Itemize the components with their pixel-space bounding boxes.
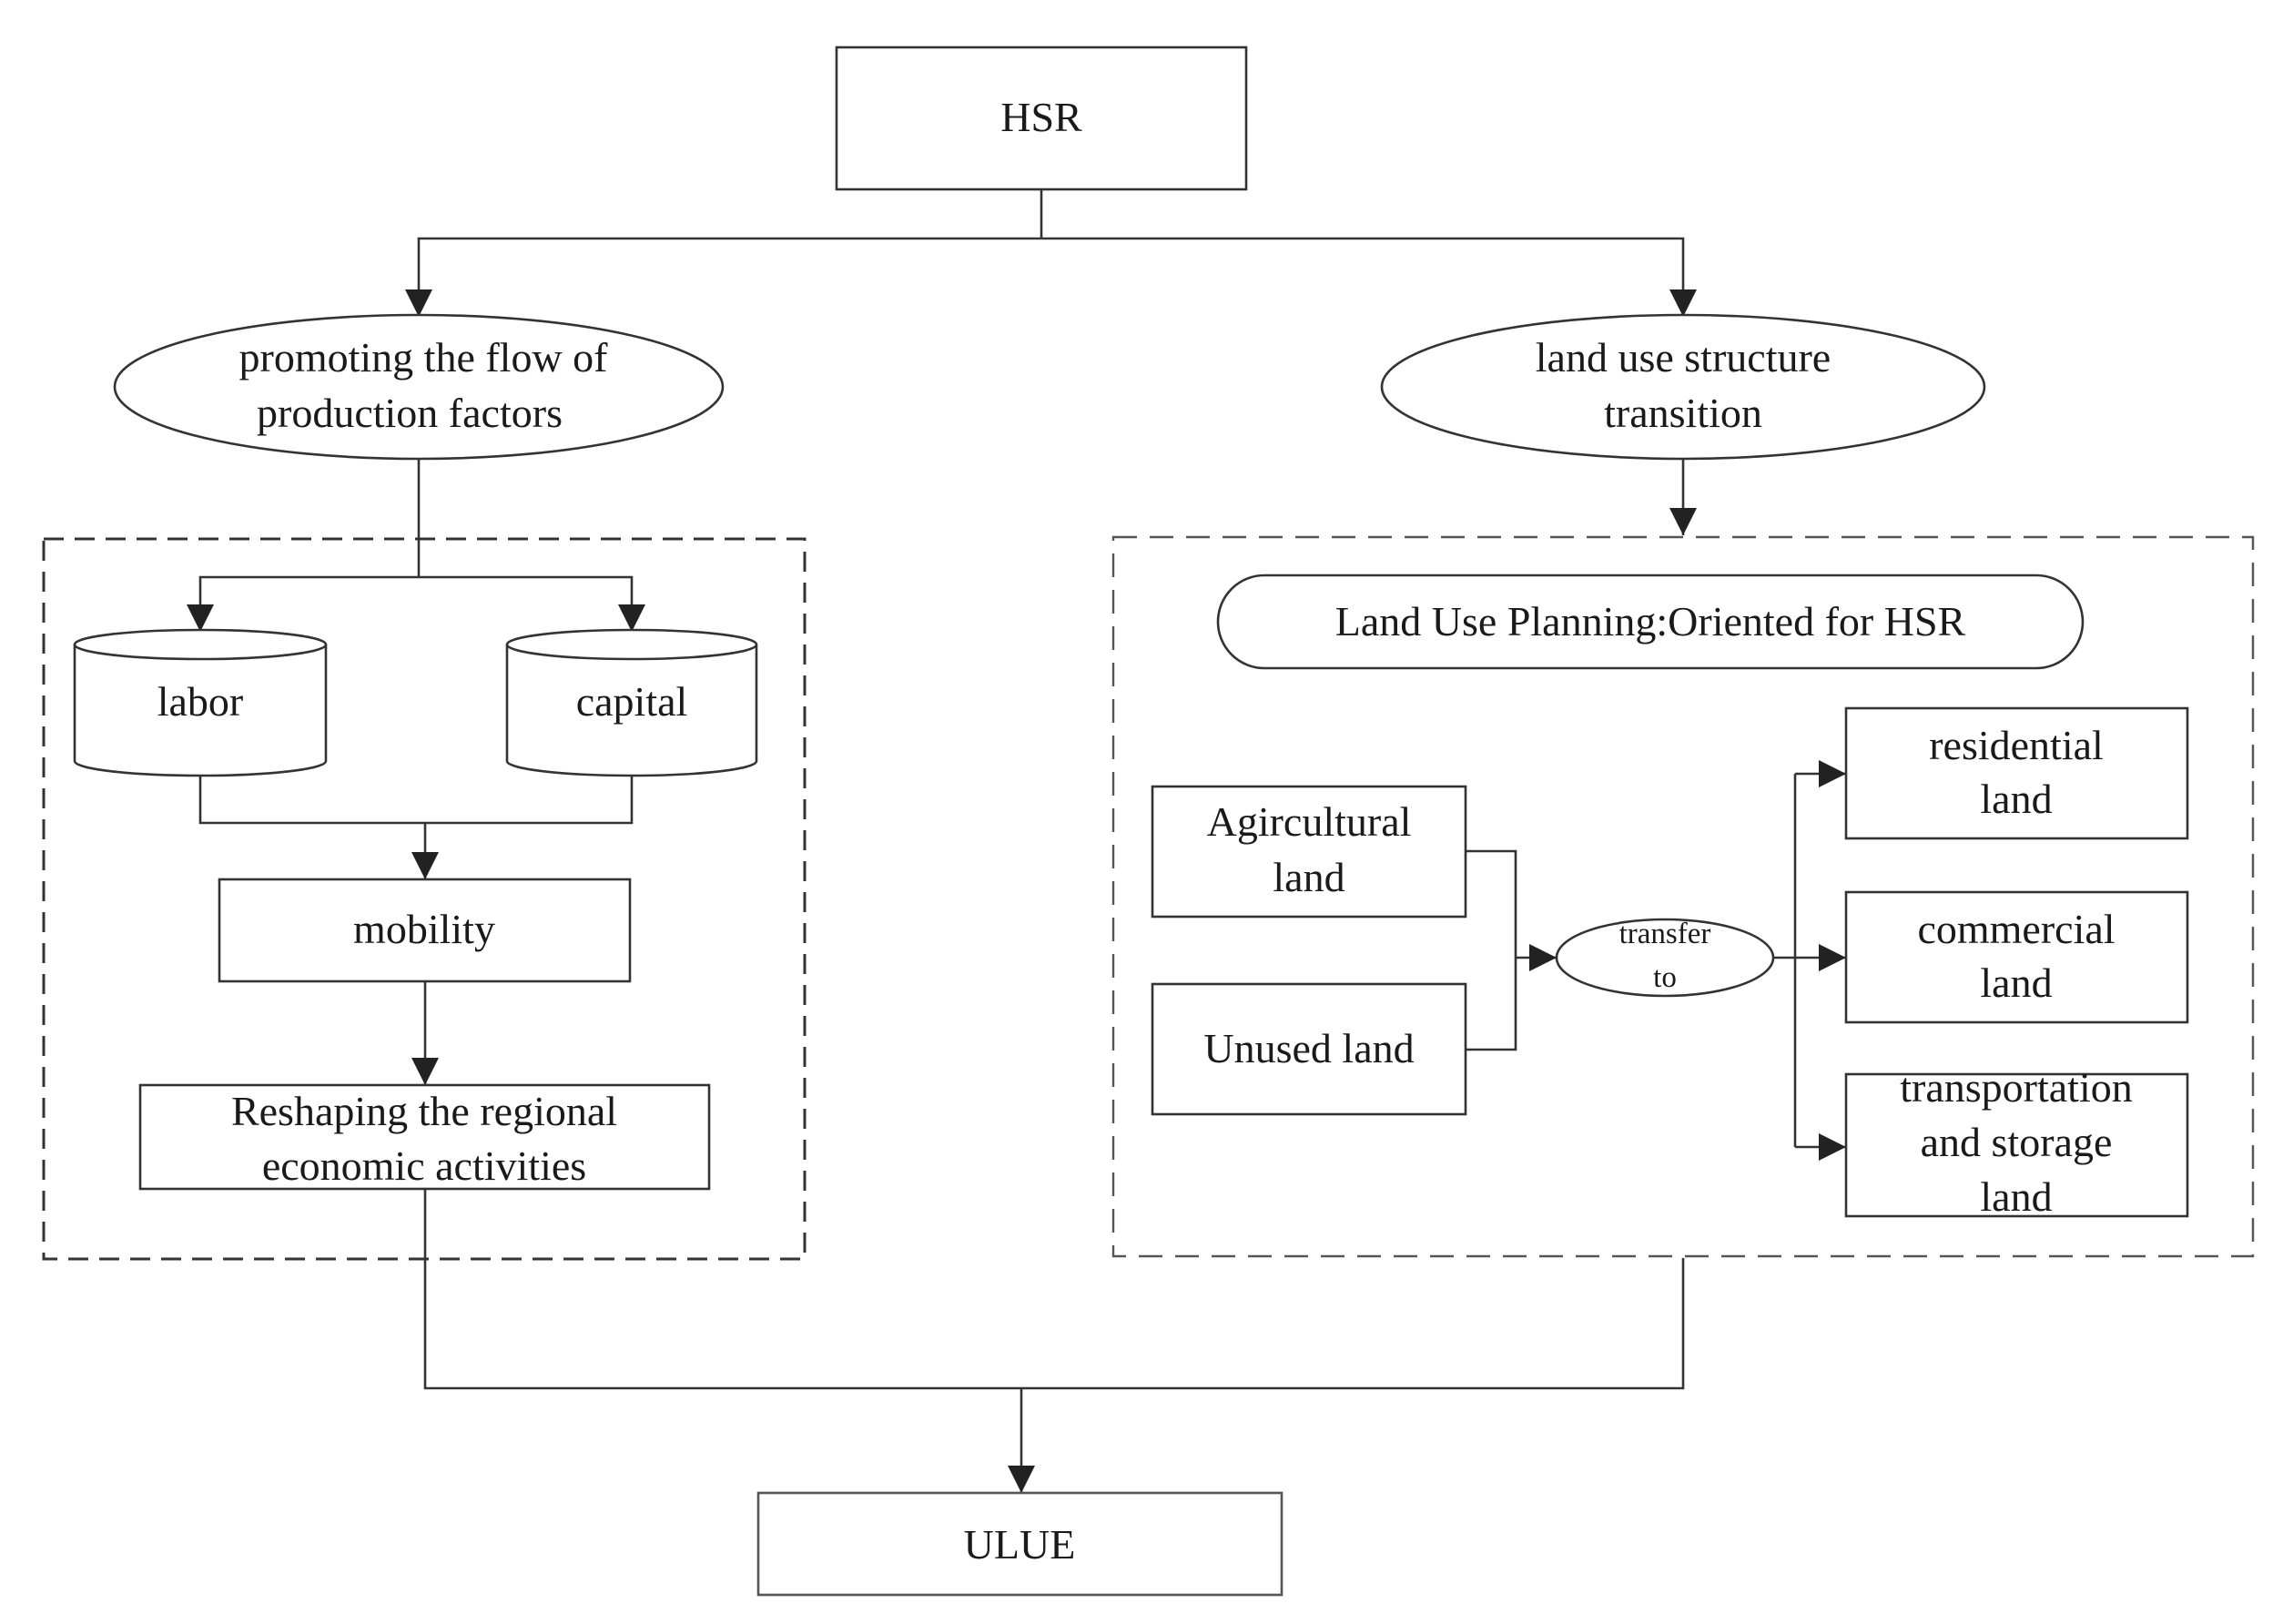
land-use-label-line2: transition: [1604, 390, 1762, 436]
node-unused-land: Unused land: [1151, 982, 1467, 1116]
unused-label: Unused land: [1203, 1025, 1414, 1071]
capital-label: capital: [576, 678, 688, 725]
edge-promoting-to-labor: [187, 575, 419, 632]
residential-label-line2: land: [1980, 776, 2052, 822]
node-capital: capital: [505, 628, 758, 777]
node-commercial-land: commercial land: [1844, 890, 2189, 1024]
agricultural-label-line2: land: [1273, 854, 1344, 900]
edge-hsr-to-land-use: [1041, 237, 1697, 317]
edge-sources-merge: [1466, 849, 1517, 1051]
connectors: [187, 189, 1846, 1493]
node-transportation-storage-land: transportation and storage land: [1844, 1064, 2189, 1220]
node-promoting-flow: promoting the flow of production factors: [113, 313, 725, 461]
residential-label-line1: residential: [1929, 722, 2104, 768]
commercial-label-line1: commercial: [1917, 906, 2115, 952]
planning-label: Land Use Planning:Oriented for HSR: [1335, 598, 1966, 645]
commercial-label-line2: land: [1980, 959, 2052, 1006]
agricultural-label-line1: Agircultural: [1207, 798, 1412, 845]
node-ulue: ULUE: [756, 1491, 1284, 1597]
ulue-label: ULUE: [964, 1521, 1076, 1568]
promoting-label-line1: promoting the flow of: [239, 334, 609, 381]
transfer-label-line2: to: [1653, 961, 1677, 994]
right-dashed-group: [1111, 535, 2255, 1258]
node-mobility: mobility: [218, 878, 632, 983]
edge-hsr-to-promoting: [405, 237, 1041, 317]
mobility-label: mobility: [353, 906, 495, 952]
transfer-label-line1: transfer: [1619, 918, 1711, 950]
promoting-label-line2: production factors: [257, 390, 563, 436]
node-residential-land: residential land: [1844, 706, 2189, 840]
edge-promoting-to-capital: [419, 575, 645, 632]
node-land-use-planning: Land Use Planning:Oriented for HSR: [1216, 573, 2085, 670]
transport-label-line1: transportation: [1900, 1064, 2133, 1111]
reshaping-label-line2: economic activities: [262, 1142, 586, 1189]
transport-label-line2: and storage: [1921, 1119, 2113, 1165]
reshaping-label-line1: Reshaping the regional: [231, 1088, 617, 1134]
labor-label: labor: [157, 678, 244, 725]
node-hsr: HSR: [835, 46, 1248, 191]
land-use-label-line1: land use structure: [1536, 334, 1831, 381]
node-labor: labor: [73, 628, 328, 777]
edge-left-to-bottom: [423, 1189, 1685, 1390]
transport-label-line3: land: [1980, 1173, 2052, 1220]
node-agricultural-land: Agircultural land: [1151, 785, 1467, 919]
hsr-label: HSR: [1000, 94, 1082, 140]
node-transfer-to: transfer to: [1555, 918, 1775, 998]
node-reshaping: Reshaping the regional economic activiti…: [138, 1083, 711, 1191]
node-land-use-transition: land use structure transition: [1380, 313, 1986, 461]
edge-labor-capital-merge: [198, 776, 634, 825]
